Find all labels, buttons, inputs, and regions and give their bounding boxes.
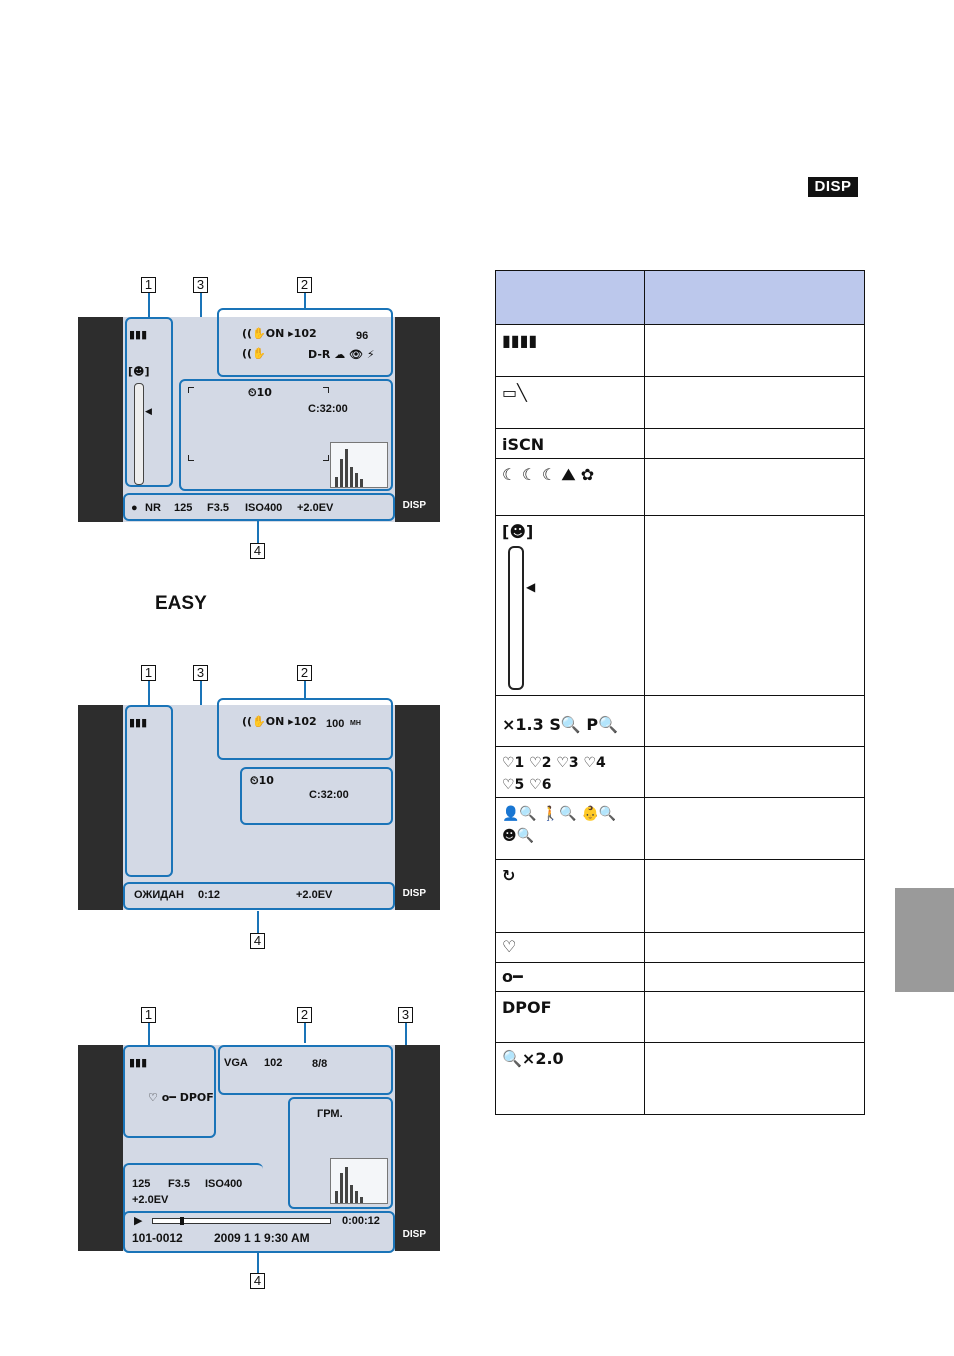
callout-2: 2 [297,277,312,293]
table-header [496,271,864,325]
folder-number: 102 [264,1057,283,1069]
table-row: [☻] ◀ [496,516,864,696]
recording-date: 2009 1 1 9:30 AM [214,1231,310,1245]
histogram [330,1158,388,1204]
table-row: ▮▮▮▮ [496,325,864,377]
aperture: F3.5 [168,1178,191,1190]
exposure-value: +2.0EV [296,889,333,901]
self-timer-icon: ⏲10 [250,774,274,787]
screen-shooting-normal: ▮▮▮ [☻] ◀ ((✋ON ▸102 96 ((✋ D-R ☁ 👁 ⚡ ⏲1… [78,308,440,522]
battery-icon: ▮▮▮ [129,1056,148,1069]
callout-4: 4 [250,933,265,949]
callout-1: 1 [141,277,156,293]
easy-label: EASY [155,593,207,614]
aperture: F3.5 [207,502,230,514]
battery-icon: ▮▮▮ [129,328,148,341]
steadyshot-icon: ((✋ON ▸102 [242,327,317,340]
scene-icons: D-R ☁ 👁 ⚡ [308,348,375,361]
playback-bar[interactable] [152,1217,331,1225]
recording-capacity: C:32:00 [309,789,349,801]
callout-3: 3 [398,1007,413,1023]
table-row: 🔍×2.0 [502,1049,564,1068]
callout-3: 3 [193,665,208,681]
exposure-value: +2.0EV [297,502,334,514]
image-count: 8/8 [312,1058,328,1070]
disp-label: DISP [402,1229,426,1240]
program-label: ГРМ. [317,1108,343,1120]
callout-2: 2 [297,665,312,681]
play-icon[interactable]: ▶ [134,1214,143,1227]
steadyshot-icon: ((✋ON ▸102 [242,715,317,728]
playback-time: 0:00:12 [342,1215,380,1227]
disp-label: DISP [402,500,426,511]
table-row: 👤🔍 🚶🔍 👶🔍 ☻🔍 [496,798,864,860]
callout-4: 4 [250,543,265,559]
face-detection-icon: [☻] [128,365,150,378]
callout-1: 1 [141,1007,156,1023]
steadyshot-warning-icon: ((✋ [242,347,266,360]
file-number: 101-0012 [132,1231,183,1245]
table-row: ♡1 ♡2 ♡3 ♡4 ♡5 ♡6 [496,747,864,798]
iso: ISO400 [245,502,283,514]
callout-2: 2 [297,1007,312,1023]
battery-icon: ▮▮▮ [129,716,148,729]
callout-3: 3 [193,277,208,293]
disp-label: DISP [402,888,426,899]
disp-badge: DISP [808,177,858,197]
callout-4: 4 [250,1273,265,1289]
exposure-value: +2.0EV [132,1194,169,1206]
table-row: o━ [496,963,864,992]
image-size: 100 [326,718,345,730]
screen-shooting-easy: ▮▮▮ ((✋ON ▸102 100 MH ⏲10 C:32:00 ОЖИДАН… [78,698,440,910]
shutter-speed: 125 [132,1178,151,1190]
callout-1: 1 [141,665,156,681]
recording-time: 0:12 [198,889,221,901]
indicator-table: ▮▮▮▮ ▭╲ iSCN ☾ ☾ ☾ ⛰ ✿ [☻] ◀ ×1.3 S🔍 P🔍 … [495,270,865,1115]
table-row: ↻ [496,860,864,933]
table-row: iSCN [496,429,864,459]
table-row: DPOF [496,992,864,1043]
table-row: ♡ [496,933,864,963]
shutter-speed: 125 [174,502,193,514]
playback-icons: ♡ o━ DPOF [148,1091,214,1104]
self-timer-icon: ⏲10 [248,386,272,399]
recording-capacity: C:32:00 [308,403,348,415]
section-tab [895,888,954,992]
screen-playback: ▮▮▮ ♡ o━ DPOF VGA 102 8/8 ГРМ. 125 F3.5 … [78,1045,440,1253]
table-row: ×1.3 S🔍 P🔍 [496,696,864,747]
image-size: VGA [224,1057,248,1069]
iso: ISO400 [205,1178,243,1190]
histogram [330,442,388,488]
table-row: ☾ ☾ ☾ ⛰ ✿ [496,459,864,516]
table-row: ▭╲ [496,377,864,429]
remaining-images: 96 [356,330,369,342]
standby-label: ОЖИДАН [134,889,184,901]
